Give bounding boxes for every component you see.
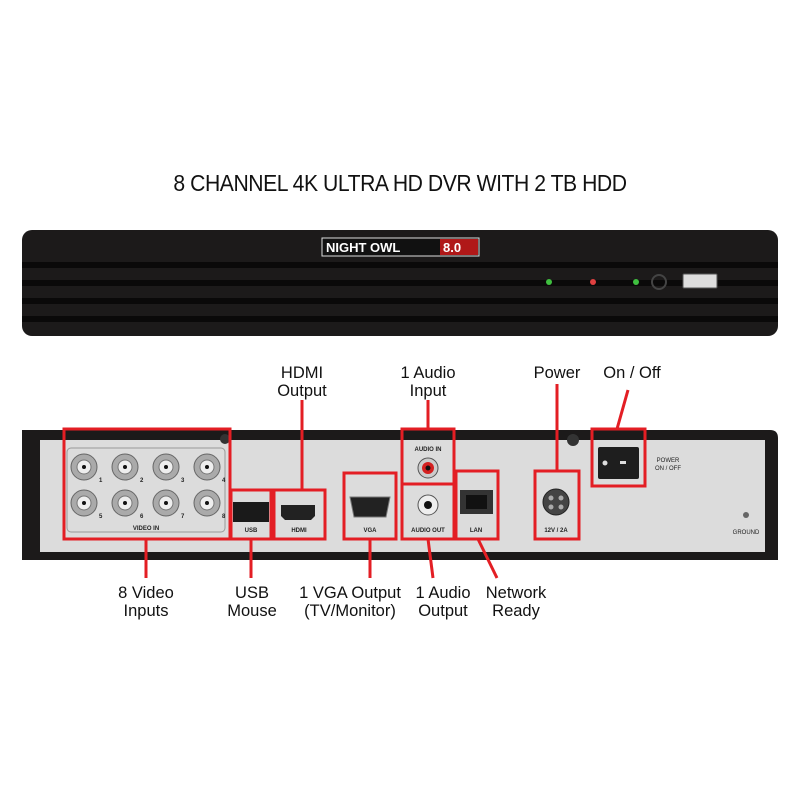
status-led-green [633,279,639,285]
audio-out-port [424,501,432,509]
front-panel: NIGHT OWL 8.0 [22,230,778,336]
svg-text:8.0: 8.0 [443,240,461,255]
highlight-hdmi [272,488,327,541]
hdmi-port [281,505,315,520]
channel-number: 5 [99,514,103,520]
video-in-bnc-ports: 1 2 3 4 5 6 7 8 [70,453,226,520]
svg-text:NIGHT OWL: NIGHT OWL [326,240,400,255]
svg-text:VGA: VGA [363,528,377,534]
channel-number: 8 [222,514,226,520]
channel-number: 2 [140,478,144,484]
usb-port [233,502,269,522]
svg-text:ON / OFF: ON / OFF [655,466,681,472]
svg-text:12V / 2A: 12V / 2A [544,528,568,534]
channel-number: 3 [181,478,185,484]
channel-number: 6 [140,514,144,520]
power-port [542,488,570,516]
callout-power: Power [533,364,581,382]
highlight-lan [454,469,500,541]
svg-text:POWER: POWER [657,458,680,464]
channel-number: 4 [222,478,226,484]
product-title: 8 CHANNEL 4K ULTRA HD DVR WITH 2 TB HDD [173,170,627,196]
front-usb-port [682,273,718,289]
svg-text:USB: USB [245,528,258,534]
ground-icon [743,512,749,518]
ir-receiver-icon [651,274,667,290]
callout-vga-output: 1 VGA Output(TV/Monitor) [299,584,401,620]
svg-text:HDMI: HDMI [291,528,307,534]
logo: NIGHT OWL 8.0 [321,237,480,257]
power-switch [598,447,639,479]
svg-text:AUDIO OUT: AUDIO OUT [411,528,445,534]
callout-on-off: On / Off [603,364,661,382]
callout-highlights [62,384,647,579]
svg-text:AUDIO IN: AUDIO IN [415,447,442,453]
channel-number: 1 [99,478,103,484]
status-led-red [590,279,596,285]
vga-port [349,496,391,518]
svg-text:VIDEO IN: VIDEO IN [133,526,159,532]
svg-text:GROUND: GROUND [733,530,760,536]
status-led-green [546,279,552,285]
svg-text:LAN: LAN [470,528,482,534]
channel-number: 7 [181,514,185,520]
